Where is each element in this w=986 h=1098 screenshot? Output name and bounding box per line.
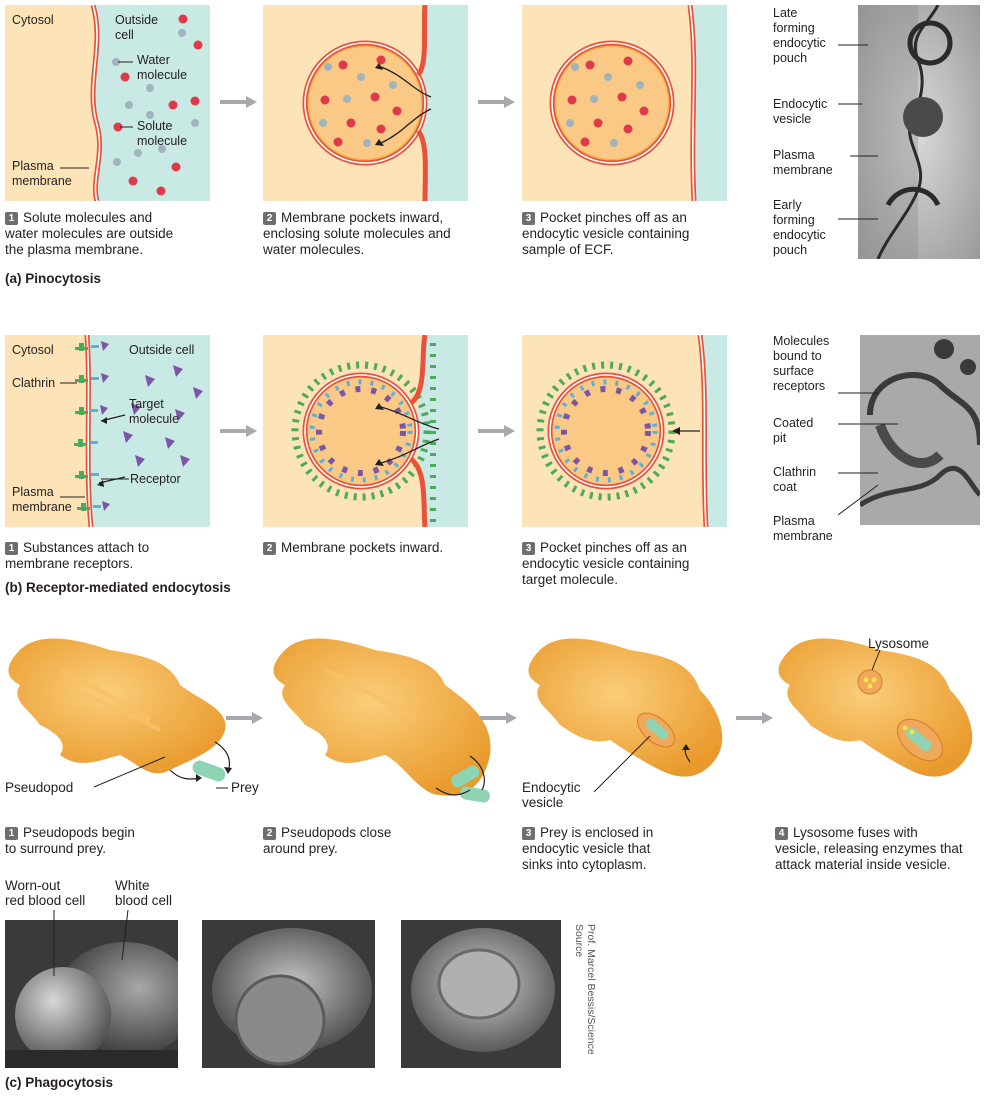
label-plasma-membrane: Plasma membrane	[12, 159, 72, 188]
arrow-right-icon	[220, 425, 257, 437]
arrow-right-icon	[220, 96, 257, 108]
sem-photo-2	[202, 920, 375, 1068]
clathrin-coat	[74, 343, 90, 511]
pinocytosis-step3-illustration	[522, 5, 727, 201]
pinocytosis-panel-1: Cytosol Outside cell Water molecule Solu…	[5, 5, 210, 201]
solute-molecules	[113, 14, 203, 196]
label-plasma-membrane-a: Plasma membrane	[773, 148, 833, 177]
label-clathrin-coat: Clathrin coat	[773, 465, 817, 494]
receptor-panel-1: Cytosol Outside cell Clathrin Target mol…	[5, 335, 210, 527]
sem-photo-1	[5, 920, 178, 1068]
pinocytosis-panel-2	[263, 5, 468, 201]
phago-cell-4	[778, 638, 973, 777]
section-title-phagocytosis: (c) Phagocytosis	[5, 1075, 114, 1090]
pinocytosis-micrograph	[858, 5, 980, 259]
label-molecules-bound: Molecules bound to surface receptors	[773, 334, 830, 393]
label-clathrin: Clathrin	[12, 376, 56, 390]
receptor-step3-illustration	[522, 335, 727, 527]
label-late-forming-pouch: Late forming endocytic pouch	[773, 6, 826, 65]
label-water-molecule: Water molecule	[137, 53, 188, 82]
label-cytosol-b: Cytosol	[12, 343, 54, 357]
label-cytosol: Cytosol	[12, 13, 54, 27]
receptors	[90, 345, 101, 508]
label-endocytic-vesicle-a: Endocytic vesicle	[773, 97, 828, 126]
receptor-step1-illustration	[5, 335, 210, 527]
label-outside-cell-b: Outside cell	[129, 343, 195, 357]
label-outside-cell: Outside cell	[115, 13, 159, 42]
pinocytosis-step1-illustration	[5, 5, 210, 201]
label-solute-molecule: Solute molecule	[137, 119, 188, 148]
arrow-right-icon	[478, 96, 515, 108]
water-molecules	[112, 29, 199, 166]
label-early-forming-pouch: Early forming endocytic pouch	[773, 198, 826, 257]
photo-leaders	[53, 910, 129, 976]
phago-cell-2	[273, 638, 491, 803]
phagocytosis-illustrations	[8, 638, 973, 803]
micrograph-a-leaders	[838, 44, 878, 157]
label-pseudopod: Pseudopod	[5, 780, 74, 795]
label-endocytic-vesicle-c: Endocytic vesicle	[522, 780, 581, 810]
pinocytosis-step2-illustration	[263, 5, 468, 201]
label-target-molecule: Target molecule	[129, 397, 180, 426]
sem-photo-3	[401, 920, 561, 1068]
receptor-micrograph	[860, 335, 980, 525]
label-plasma-membrane-b2: Plasma membrane	[773, 514, 833, 543]
pinocytosis-panel-3	[522, 5, 727, 201]
phago-cell-3	[528, 638, 723, 793]
receptor-panel-3	[522, 335, 727, 527]
receptor-step2-illustration	[263, 335, 468, 527]
section-title-pinocytosis: (a) Pinocytosis	[5, 271, 102, 286]
label-lysosome: Lysosome	[868, 636, 930, 651]
phago-cell-1	[8, 638, 232, 789]
label-worn-out-rbc: Worn-out red blood cell	[5, 878, 86, 908]
photo-credit: Prof. Marcel Bessis/Science Source	[573, 924, 597, 1055]
label-receptor: Receptor	[130, 472, 181, 486]
label-coated-pit: Coated pit	[773, 416, 814, 445]
label-plasma-membrane-b: Plasma membrane	[12, 485, 72, 514]
micrograph-a-leader-early	[838, 218, 878, 220]
target-molecules	[100, 341, 203, 511]
receptor-panel-2	[263, 335, 468, 527]
label-white-blood-cell: White blood cell	[115, 878, 173, 908]
arrow-right-icon	[478, 425, 515, 437]
label-prey: Prey	[231, 780, 259, 795]
section-title-receptor: (b) Receptor-mediated endocytosis	[5, 580, 231, 595]
micrograph-b-leaders	[838, 392, 898, 516]
